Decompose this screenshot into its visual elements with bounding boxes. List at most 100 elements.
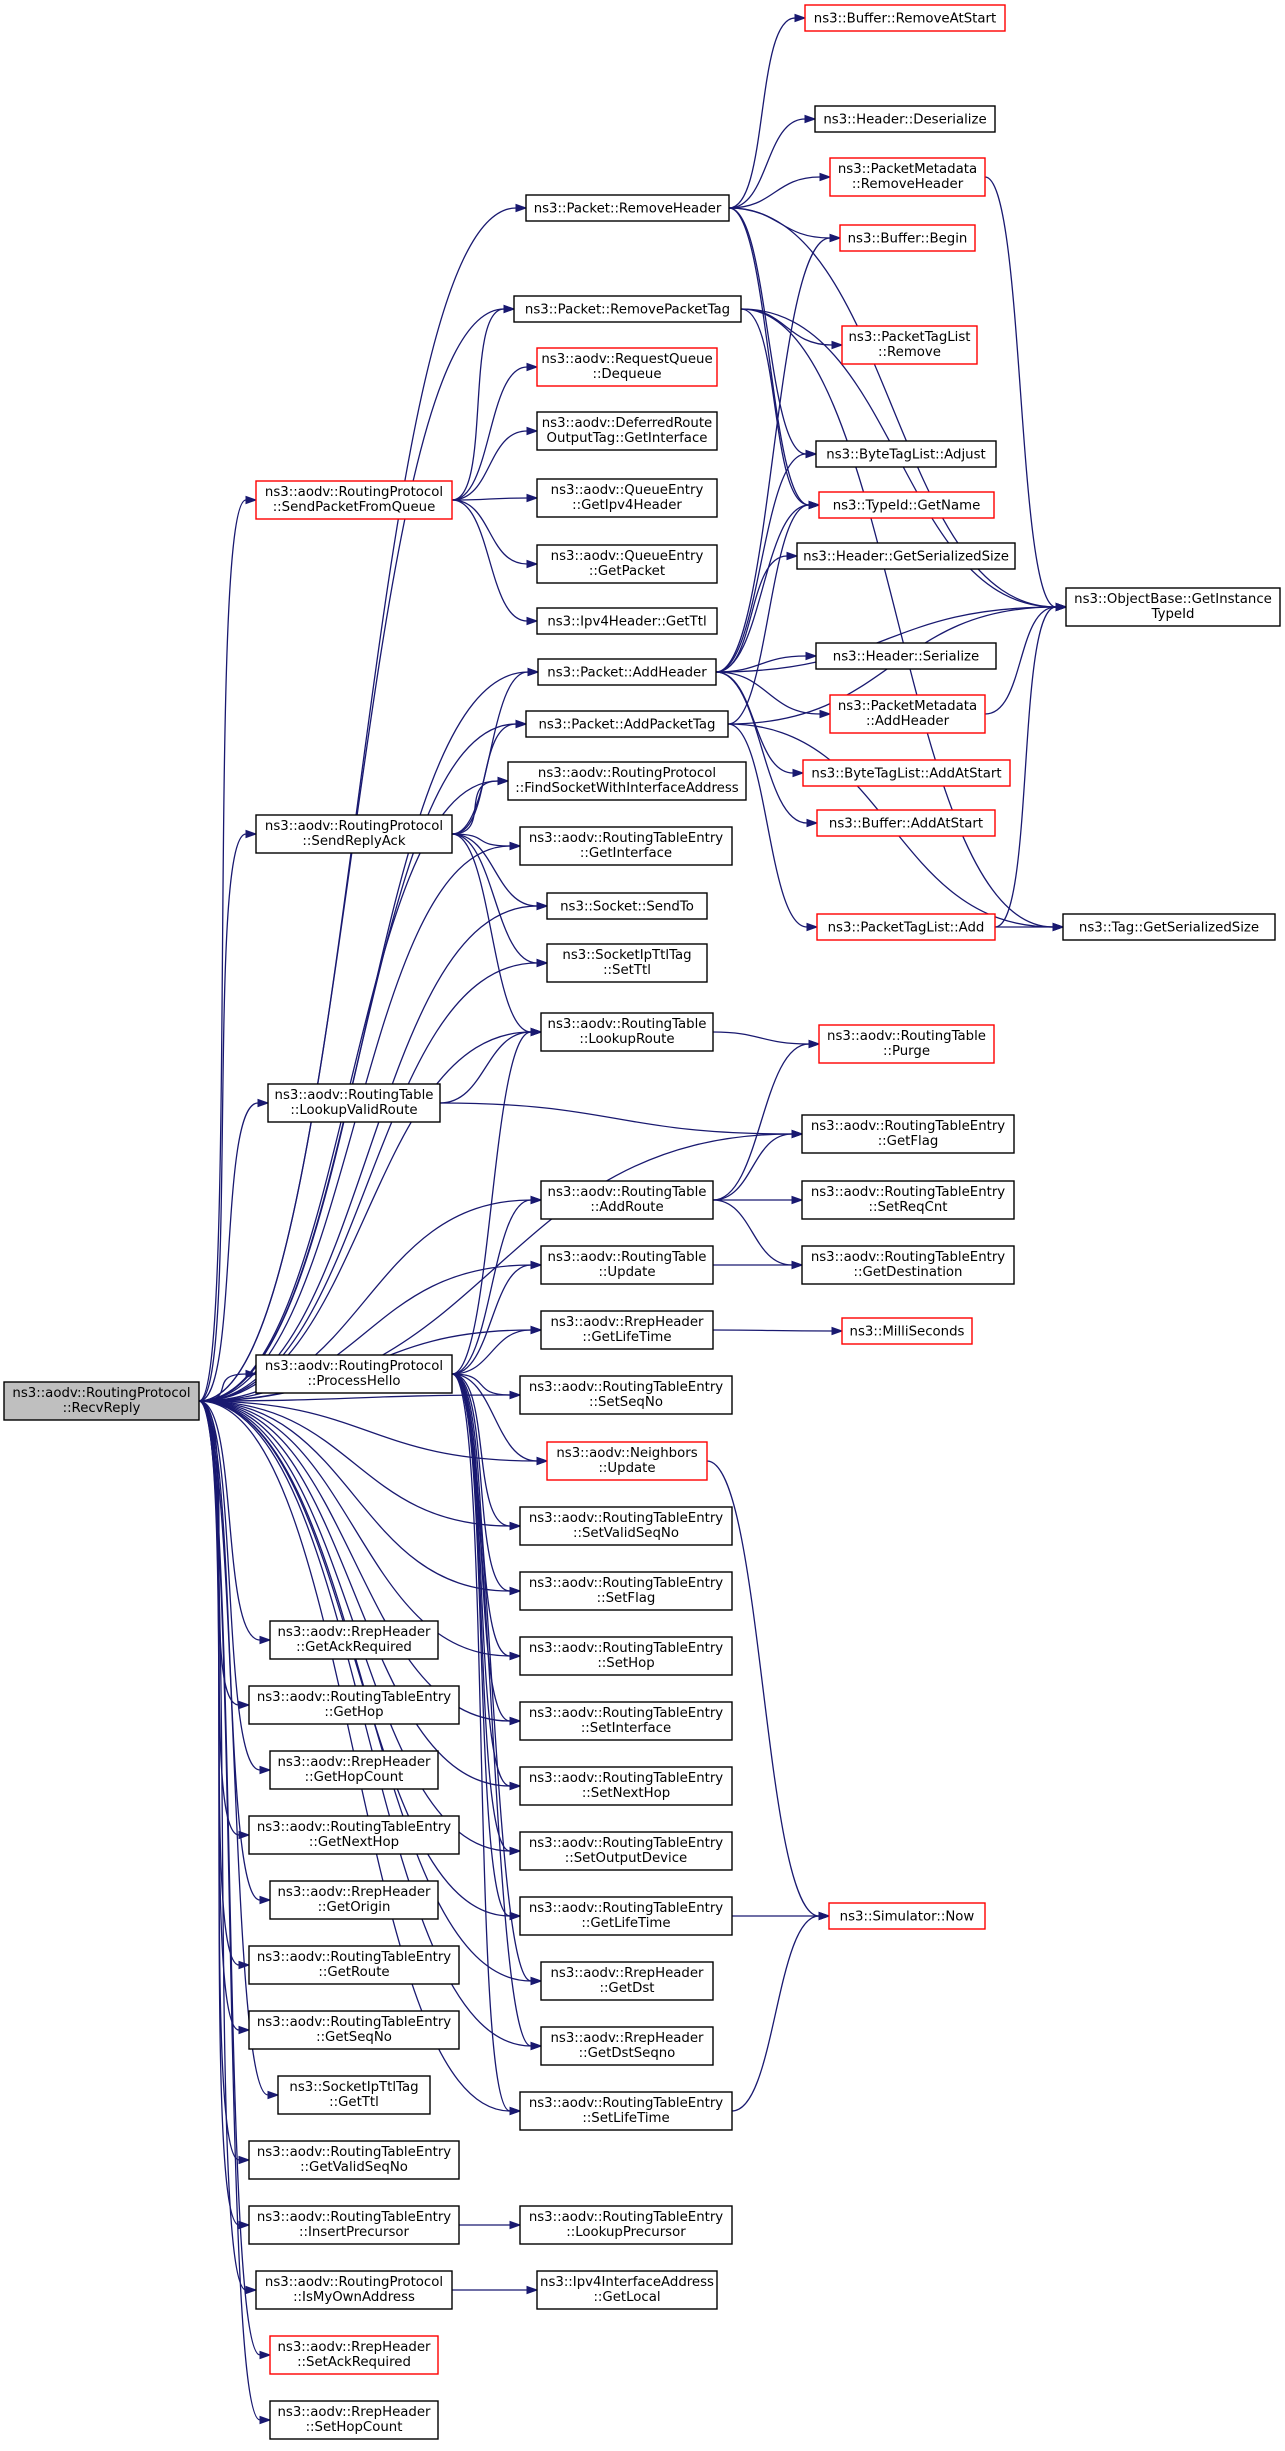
node-rte_getseq[interactable]: ns3::aodv::RoutingTableEntry::GetSeqNo <box>248 2010 460 2050</box>
edge-root-to-rte_getvalidseq <box>198 1400 251 2165</box>
node-label: ns3::PacketMetadata <box>838 699 977 714</box>
edge-pkt_addhdr-to-buf_add <box>715 671 819 828</box>
node-rte_lookprec[interactable]: ns3::aodv::RoutingTableEntry::LookupPrec… <box>519 2205 733 2245</box>
node-rq_deq[interactable]: ns3::aodv::RequestQueue::Dequeue <box>536 347 718 387</box>
node-rte_setlife[interactable]: ns3::aodv::RoutingTableEntry::SetLifeTim… <box>519 2091 733 2131</box>
node-sipttl_get[interactable]: ns3::SocketIpTtlTag::GetTtl <box>277 2075 431 2115</box>
node-buf_add[interactable]: ns3::Buffer::AddAtStart <box>816 809 996 837</box>
node-rte_getdest[interactable]: ns3::aodv::RoutingTableEntry::GetDestina… <box>801 1245 1015 1285</box>
node-label: ns3::SocketIpTtlTag <box>289 2080 418 2095</box>
node-rte_gethop[interactable]: ns3::aodv::RoutingTableEntry::GetHop <box>248 1685 460 1725</box>
node-label: ::GetHop <box>324 1705 383 1720</box>
node-rte_getif[interactable]: ns3::aodv::RoutingTableEntry::GetInterfa… <box>519 826 733 866</box>
node-label: ::SendReplyAck <box>302 834 405 849</box>
node-label: ::AddHeader <box>866 714 950 729</box>
node-ptl_add[interactable]: ns3::PacketTagList::Add <box>816 913 996 941</box>
node-label: ::SetValidSeqNo <box>573 1526 679 1541</box>
node-box <box>519 1766 733 1806</box>
node-label: ns3::aodv::RoutingProtocol <box>265 819 443 834</box>
node-rte_getnexthop[interactable]: ns3::aodv::RoutingTableEntry::GetNextHop <box>248 1815 460 1855</box>
node-rh_getlife[interactable]: ns3::aodv::RrepHeader::GetLifeTime <box>540 1310 714 1350</box>
node-rte_setif[interactable]: ns3::aodv::RoutingTableEntry::SetInterfa… <box>519 1701 733 1741</box>
node-pkt_addhdr[interactable]: ns3::Packet::AddHeader <box>537 658 717 686</box>
node-rt_addroute[interactable]: ns3::aodv::RoutingTable::AddRoute <box>540 1180 714 1220</box>
node-box <box>839 224 976 252</box>
node-rh_getorigin[interactable]: ns3::aodv::RrepHeader::GetOrigin <box>269 1880 439 1920</box>
node-rt_lookup[interactable]: ns3::aodv::RoutingTable::LookupRoute <box>540 1012 714 1052</box>
node-ipv4if_local[interactable]: ns3::Ipv4InterfaceAddress::GetLocal <box>536 2270 718 2310</box>
node-rh_gethopcnt[interactable]: ns3::aodv::RrepHeader::GetHopCount <box>269 1750 439 1790</box>
node-sipttl_set[interactable]: ns3::SocketIpTtlTag::SetTtl <box>546 943 708 983</box>
node-btl_add[interactable]: ns3::ByteTagList::AddAtStart <box>802 759 1011 787</box>
node-nb_update[interactable]: ns3::aodv::Neighbors::Update <box>546 1441 708 1481</box>
node-buf_begin[interactable]: ns3::Buffer::Begin <box>839 224 976 252</box>
node-rh_sethopcnt[interactable]: ns3::aodv::RrepHeader::SetHopCount <box>269 2400 439 2440</box>
node-rte_setvalidseq[interactable]: ns3::aodv::RoutingTableEntry::SetValidSe… <box>519 1506 733 1546</box>
node-rt_lookupvalid[interactable]: ns3::aodv::RoutingTable::LookupValidRout… <box>267 1083 441 1123</box>
node-pkt_remtag[interactable]: ns3::Packet::RemovePacketTag <box>513 295 742 323</box>
node-rte_getflag[interactable]: ns3::aodv::RoutingTableEntry::GetFlag <box>801 1114 1015 1154</box>
node-pkt_remhdr[interactable]: ns3::Packet::RemoveHeader <box>525 194 730 222</box>
node-hdr_ser[interactable]: ns3::Header::Serialize <box>815 642 997 670</box>
node-btl_adjust[interactable]: ns3::ByteTagList::Adjust <box>815 440 997 468</box>
node-rte_setflag[interactable]: ns3::aodv::RoutingTableEntry::SetFlag <box>519 1571 733 1611</box>
node-sock_sendto[interactable]: ns3::Socket::SendTo <box>546 892 708 920</box>
node-rt_update[interactable]: ns3::aodv::RoutingTable::Update <box>540 1245 714 1285</box>
node-hdr_gss[interactable]: ns3::Header::GetSerializedSize <box>796 542 1016 570</box>
node-rte_setreqcnt[interactable]: ns3::aodv::RoutingTableEntry::SetReqCnt <box>801 1180 1015 1220</box>
node-sendack[interactable]: ns3::aodv::RoutingProtocol::SendReplyAck <box>255 814 453 854</box>
node-label: ns3::SocketIpTtlTag <box>562 948 691 963</box>
node-qe_pkt[interactable]: ns3::aodv::QueueEntry::GetPacket <box>536 544 718 584</box>
node-label: ::GetOrigin <box>318 1900 391 1915</box>
node-rh_getackreq[interactable]: ns3::aodv::RrepHeader::GetAckRequired <box>269 1620 439 1660</box>
node-box <box>1062 913 1276 941</box>
edge-pkt_remhdr-to-hdr_deser <box>728 114 817 209</box>
node-rp_isown[interactable]: ns3::aodv::RoutingProtocol::IsMyOwnAddre… <box>255 2270 453 2310</box>
node-rh_setackreq[interactable]: ns3::aodv::RrepHeader::SetAckRequired <box>269 2335 439 2375</box>
node-rh_getdstseq[interactable]: ns3::aodv::RrepHeader::GetDstSeqno <box>540 2026 714 2066</box>
node-box <box>255 814 453 854</box>
edge-pkt_addhdr-to-btl_adjust <box>715 449 818 673</box>
node-label: ns3::PacketMetadata <box>838 162 977 177</box>
edge-rt_update-to-rte_getdest <box>713 1260 804 1270</box>
node-drot[interactable]: ns3::aodv::DeferredRouteOutputTag::GetIn… <box>536 411 718 451</box>
node-label: ns3::Packet::AddPacketTag <box>539 718 716 733</box>
node-rte_setseq[interactable]: ns3::aodv::RoutingTableEntry::SetSeqNo <box>519 1375 733 1415</box>
node-pkt_addtag[interactable]: ns3::Packet::AddPacketTag <box>525 710 729 738</box>
node-label: ns3::aodv::DeferredRoute <box>542 416 713 431</box>
node-rte_getlife[interactable]: ns3::aodv::RoutingTableEntry::GetLifeTim… <box>519 1896 733 1936</box>
node-qe_ipv4[interactable]: ns3::aodv::QueueEntry::GetIpv4Header <box>536 478 718 518</box>
node-rte_getroute[interactable]: ns3::aodv::RoutingTableEntry::GetRoute <box>248 1945 460 1985</box>
node-rte_getvalidseq[interactable]: ns3::aodv::RoutingTableEntry::GetValidSe… <box>248 2140 460 2180</box>
node-rte_setoutdev[interactable]: ns3::aodv::RoutingTableEntry::SetOutputD… <box>519 1831 733 1871</box>
node-rte_setnexthop[interactable]: ns3::aodv::RoutingTableEntry::SetNextHop <box>519 1766 733 1806</box>
edge-prochello-to-rh_getlife <box>451 1325 543 1375</box>
node-box <box>248 1945 460 1985</box>
node-rh_getdst[interactable]: ns3::aodv::RrepHeader::GetDst <box>540 1961 714 2001</box>
node-rte_sethop[interactable]: ns3::aodv::RoutingTableEntry::SetHop <box>519 1636 733 1676</box>
node-tag_gss[interactable]: ns3::Tag::GetSerializedSize <box>1062 913 1276 941</box>
node-box <box>841 1317 973 1345</box>
node-ptl_remove[interactable]: ns3::PacketTagList::Remove <box>841 325 978 365</box>
node-label: ns3::aodv::RoutingTableEntry <box>529 2210 723 2225</box>
node-root[interactable]: ns3::aodv::RoutingProtocol::RecvReply <box>3 1381 200 1421</box>
node-rt_purge[interactable]: ns3::aodv::RoutingTable::Purge <box>818 1024 995 1064</box>
node-label: ::GetPacket <box>589 564 665 579</box>
node-hdr_deser[interactable]: ns3::Header::Deserialize <box>814 105 996 133</box>
node-ipv4_ttl[interactable]: ns3::Ipv4Header::GetTtl <box>536 607 718 635</box>
node-sim_now[interactable]: ns3::Simulator::Now <box>828 1902 986 1930</box>
node-box <box>818 491 995 519</box>
node-buf_remove[interactable]: ns3::Buffer::RemoveAtStart <box>804 4 1006 32</box>
node-typeid[interactable]: ns3::TypeId::GetName <box>818 491 995 519</box>
node-pm_remove[interactable]: ns3::PacketMetadata::RemoveHeader <box>829 157 986 197</box>
node-millis[interactable]: ns3::MilliSeconds <box>841 1317 973 1345</box>
node-rte_insprec[interactable]: ns3::aodv::RoutingTableEntry::InsertPrec… <box>248 2205 460 2245</box>
node-findsock[interactable]: ns3::aodv::RoutingProtocol::FindSocketWi… <box>507 761 747 801</box>
edge-pm_add-to-objbase <box>984 602 1068 715</box>
node-prochello[interactable]: ns3::aodv::RoutingProtocol::ProcessHello <box>255 1354 453 1394</box>
node-sendq[interactable]: ns3::aodv::RoutingProtocol::SendPacketFr… <box>255 480 453 520</box>
node-label: ns3::aodv::RoutingProtocol <box>12 1386 190 1401</box>
node-pm_add[interactable]: ns3::PacketMetadata::AddHeader <box>829 694 986 734</box>
node-label: ::Remove <box>878 345 941 360</box>
